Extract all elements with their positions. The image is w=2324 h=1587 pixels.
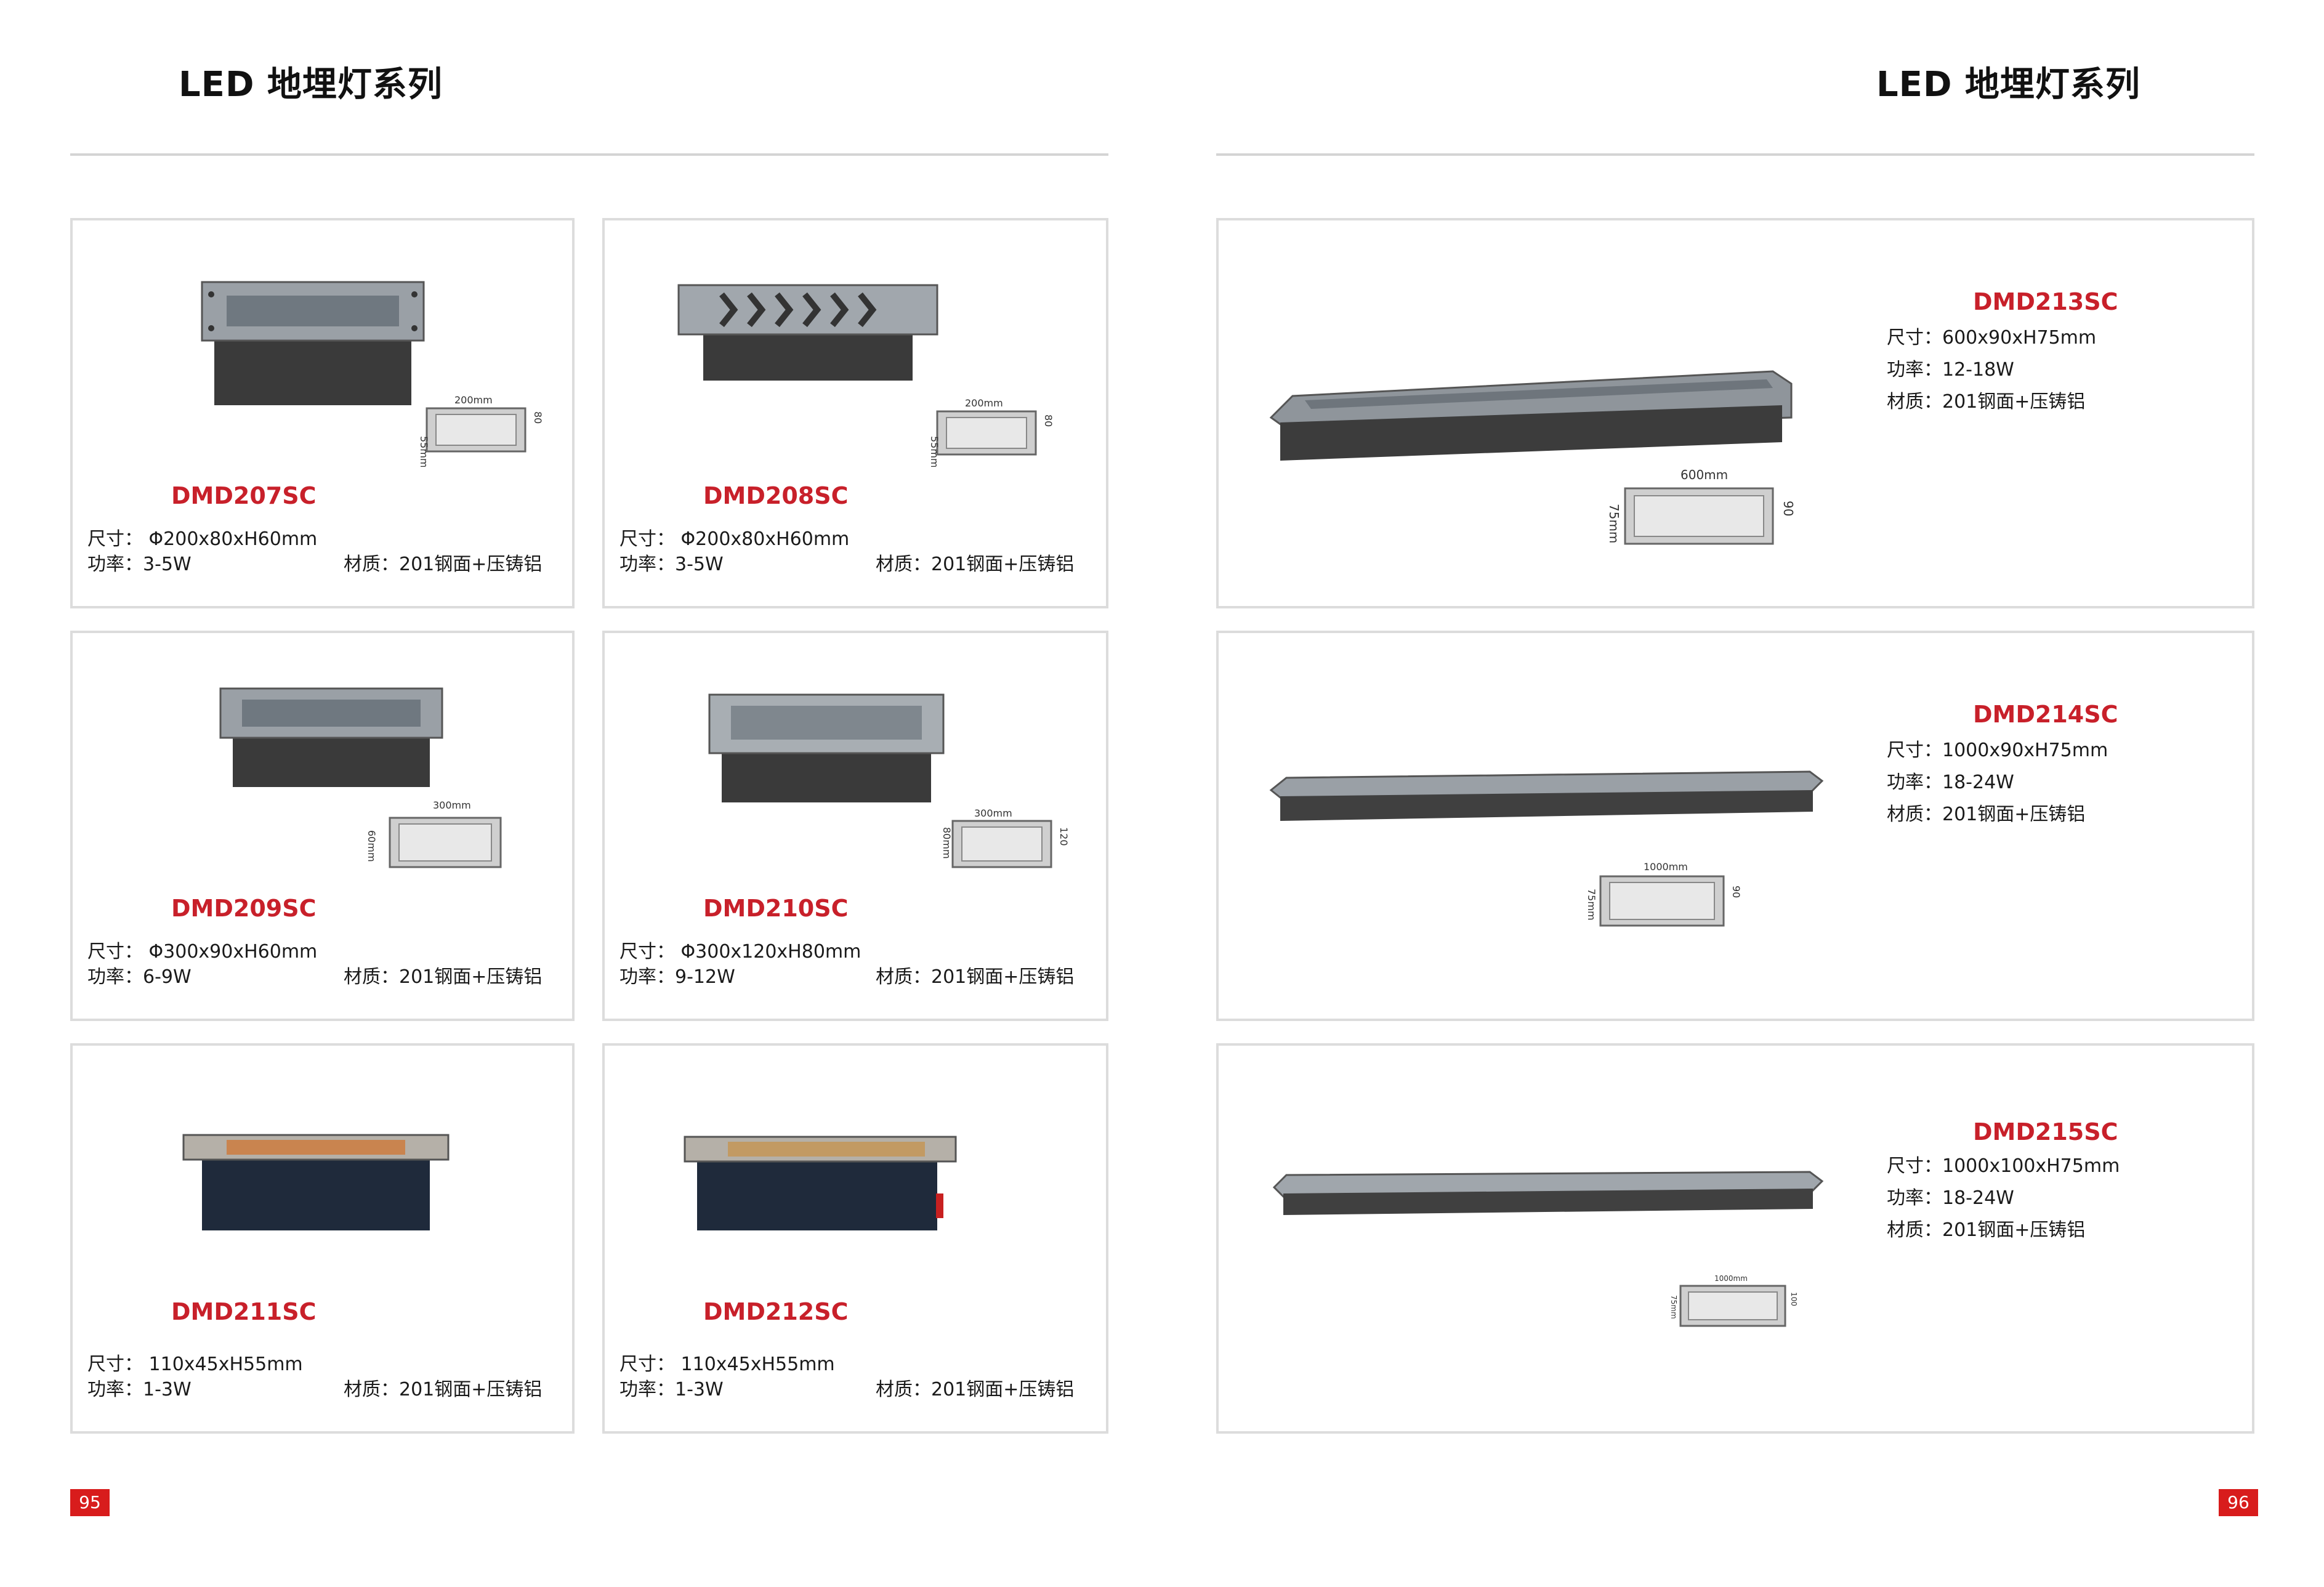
product-material: 材质：201钢面+压铸铝 bbox=[1887, 804, 2086, 825]
product-material: 材质：201钢面+压铸铝 bbox=[344, 1379, 543, 1400]
page-number: 95 bbox=[70, 1489, 110, 1516]
product-size: 尺寸： Φ300x90xH60mm bbox=[87, 941, 318, 963]
product-size: 尺寸： 110x45xH55mm bbox=[87, 1354, 303, 1375]
product-card-dmd207sc: 200mm 55mm 80 DMD207SC 尺寸： Φ200x80xH60mm… bbox=[70, 218, 575, 608]
product-card-dmd211sc: DMD211SC 尺寸： 110x45xH55mm 功率：1-3W 材质：201… bbox=[70, 1043, 575, 1434]
product-size: 尺寸：1000x100xH75mm bbox=[1887, 1155, 2120, 1177]
product-size: 尺寸： Φ300x120xH80mm bbox=[619, 941, 861, 963]
product-model: DMD211SC bbox=[171, 1298, 317, 1325]
page-heading: LED 地埋灯系列 bbox=[1876, 65, 2140, 105]
right-page: LED 地埋灯系列 600mm 75mm 90 DMD213SC 尺寸：600x… bbox=[1162, 0, 2324, 1587]
product-photo: 300mm 60mm bbox=[219, 687, 502, 868]
product-power: 功率：3-5W bbox=[619, 554, 724, 575]
left-page: LED 地埋灯系列 200mm 55mm 80 DMD207SC 尺寸： Φ20… bbox=[70, 65, 1108, 1516]
drawing-width-label: 600mm bbox=[1680, 467, 1728, 482]
drawing-depth-label: 80 bbox=[532, 411, 544, 424]
product-power: 功率：12-18W bbox=[1887, 359, 2014, 381]
drawing-height-label: 75mm bbox=[1586, 889, 1597, 921]
product-photo: 200mm 55mm 80 bbox=[677, 284, 1054, 467]
product-material: 材质：201钢面+压铸铝 bbox=[1887, 391, 2086, 413]
product-photo bbox=[182, 1134, 450, 1230]
product-power: 功率：1-3W bbox=[87, 1379, 192, 1400]
drawing-depth-label: 120 bbox=[1058, 827, 1070, 846]
product-material: 材质：201钢面+压铸铝 bbox=[344, 966, 543, 988]
drawing-width-label: 200mm bbox=[454, 394, 493, 406]
drawing-width-label: 300mm bbox=[433, 799, 471, 811]
product-power: 功率：9-12W bbox=[619, 966, 735, 988]
product-photo: 300mm 80mm 120 bbox=[708, 693, 1070, 868]
drawing-width-label: 1000mm bbox=[1644, 861, 1688, 873]
product-power: 功率：6-9W bbox=[87, 966, 192, 988]
product-model: DMD213SC bbox=[1973, 288, 2118, 315]
drawing-depth-label: 80 bbox=[1043, 414, 1054, 427]
drawing-height-label: 55mm bbox=[929, 436, 940, 467]
product-card-dmd209sc: 300mm 60mm DMD209SC 尺寸： Φ300x90xH60mm 功率… bbox=[70, 631, 575, 1021]
drawing-width-label: 1000mm bbox=[1714, 1274, 1748, 1283]
product-power: 功率：18-24W bbox=[1887, 1187, 2014, 1209]
product-model: DMD208SC bbox=[703, 482, 849, 509]
drawing-height-label: 75mm bbox=[1669, 1295, 1678, 1319]
product-size: 尺寸：600x90xH75mm bbox=[1887, 327, 2097, 349]
product-power: 功率：3-5W bbox=[87, 554, 192, 575]
product-card-dmd214sc: 1000mm 75mm 90 DMD214SC 尺寸：1000x90xH75mm… bbox=[1216, 631, 2254, 1021]
product-material: 材质：201钢面+压铸铝 bbox=[876, 1379, 1075, 1400]
header-divider bbox=[1216, 153, 2254, 156]
product-material: 材质：201钢面+压铸铝 bbox=[344, 554, 543, 575]
product-photo: 200mm 55mm 80 bbox=[201, 281, 544, 467]
product-card-dmd210sc: 300mm 80mm 120 DMD210SC 尺寸： Φ300x120xH80… bbox=[602, 631, 1108, 1021]
product-photo: 1000mm 75mm 100 bbox=[1272, 1171, 1824, 1327]
drawing-height-label: 60mm bbox=[366, 830, 377, 862]
page-heading: LED 地埋灯系列 bbox=[179, 65, 443, 105]
product-photo: 600mm 75mm 90 bbox=[1269, 370, 1796, 545]
product-material: 材质：201钢面+压铸铝 bbox=[876, 966, 1075, 988]
product-card-dmd215sc: 1000mm 75mm 100 DMD215SC 尺寸：1000x100xH75… bbox=[1216, 1043, 2254, 1434]
product-card-dmd213sc: 600mm 75mm 90 DMD213SC 尺寸：600x90xH75mm 功… bbox=[1216, 218, 2254, 608]
product-photo: 1000mm 75mm 90 bbox=[1269, 770, 1824, 927]
drawing-height-label: 55mm bbox=[418, 436, 430, 467]
product-model: DMD210SC bbox=[703, 895, 849, 922]
product-size: 尺寸： Φ200x80xH60mm bbox=[619, 528, 850, 550]
product-model: DMD209SC bbox=[171, 895, 317, 922]
product-size: 尺寸： Φ200x80xH60mm bbox=[87, 528, 318, 550]
drawing-depth-label: 100 bbox=[1789, 1292, 1798, 1306]
drawing-width-label: 200mm bbox=[965, 397, 1003, 409]
drawing-height-label: 80mm bbox=[941, 827, 953, 859]
product-power: 功率：1-3W bbox=[619, 1379, 724, 1400]
product-photo bbox=[684, 1136, 957, 1230]
product-model: DMD207SC bbox=[171, 482, 317, 509]
product-power: 功率：18-24W bbox=[1887, 772, 2014, 793]
drawing-depth-label: 90 bbox=[1730, 886, 1742, 898]
product-size: 尺寸：1000x90xH75mm bbox=[1887, 740, 2108, 761]
product-material: 材质：201钢面+压铸铝 bbox=[876, 554, 1075, 575]
product-card-dmd208sc: 200mm 55mm 80 DMD208SC 尺寸： Φ200x80xH60mm… bbox=[602, 218, 1108, 608]
product-size: 尺寸： 110x45xH55mm bbox=[619, 1354, 835, 1375]
drawing-width-label: 300mm bbox=[974, 807, 1012, 819]
product-model: DMD212SC bbox=[703, 1298, 849, 1325]
product-model: DMD215SC bbox=[1973, 1118, 2118, 1145]
page-number: 96 bbox=[2219, 1489, 2258, 1516]
product-model: DMD214SC bbox=[1973, 701, 2118, 728]
header-divider bbox=[70, 153, 1108, 156]
product-card-dmd212sc: DMD212SC 尺寸： 110x45xH55mm 功率：1-3W 材质：201… bbox=[602, 1043, 1108, 1434]
drawing-depth-label: 90 bbox=[1781, 501, 1796, 516]
drawing-height-label: 75mm bbox=[1607, 504, 1621, 543]
product-material: 材质：201钢面+压铸铝 bbox=[1887, 1219, 2086, 1241]
